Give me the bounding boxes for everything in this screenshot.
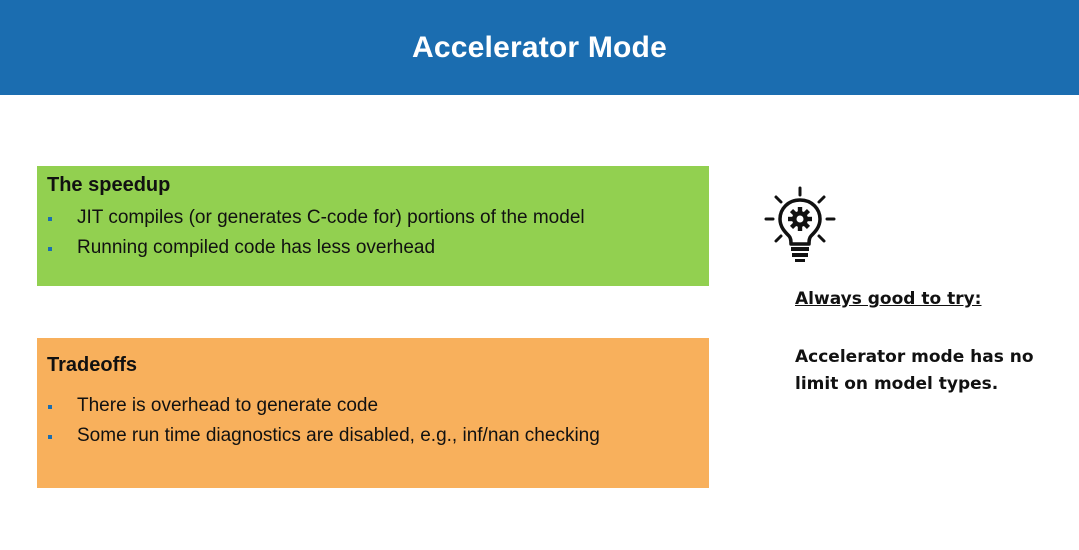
list-item: There is overhead to generate code: [47, 391, 699, 421]
list-item: JIT compiles (or generates C-code for) p…: [47, 203, 699, 233]
list-item: Some run time diagnostics are disabled, …: [47, 421, 699, 451]
lightbulb-gear-icon: [762, 186, 838, 266]
speedup-title: The speedup: [47, 174, 171, 196]
list-item: Running compiled code has less overhead: [47, 233, 699, 263]
accelerator-note: Accelerator mode has no limit on model t…: [795, 347, 1034, 394]
tradeoffs-list: There is overhead to generate code Some …: [47, 391, 699, 451]
speedup-list: JIT compiles (or generates C-code for) p…: [47, 203, 699, 263]
always-good-heading: Always good to try:: [795, 289, 982, 309]
page-title: Accelerator Mode: [412, 30, 667, 64]
tradeoffs-box: Tradeoffs There is overhead to generate …: [37, 338, 709, 488]
tradeoffs-title: Tradeoffs: [47, 354, 138, 376]
title-banner: Accelerator Mode: [0, 0, 1079, 95]
speedup-box: The speedup JIT compiles (or generates C…: [37, 166, 709, 286]
